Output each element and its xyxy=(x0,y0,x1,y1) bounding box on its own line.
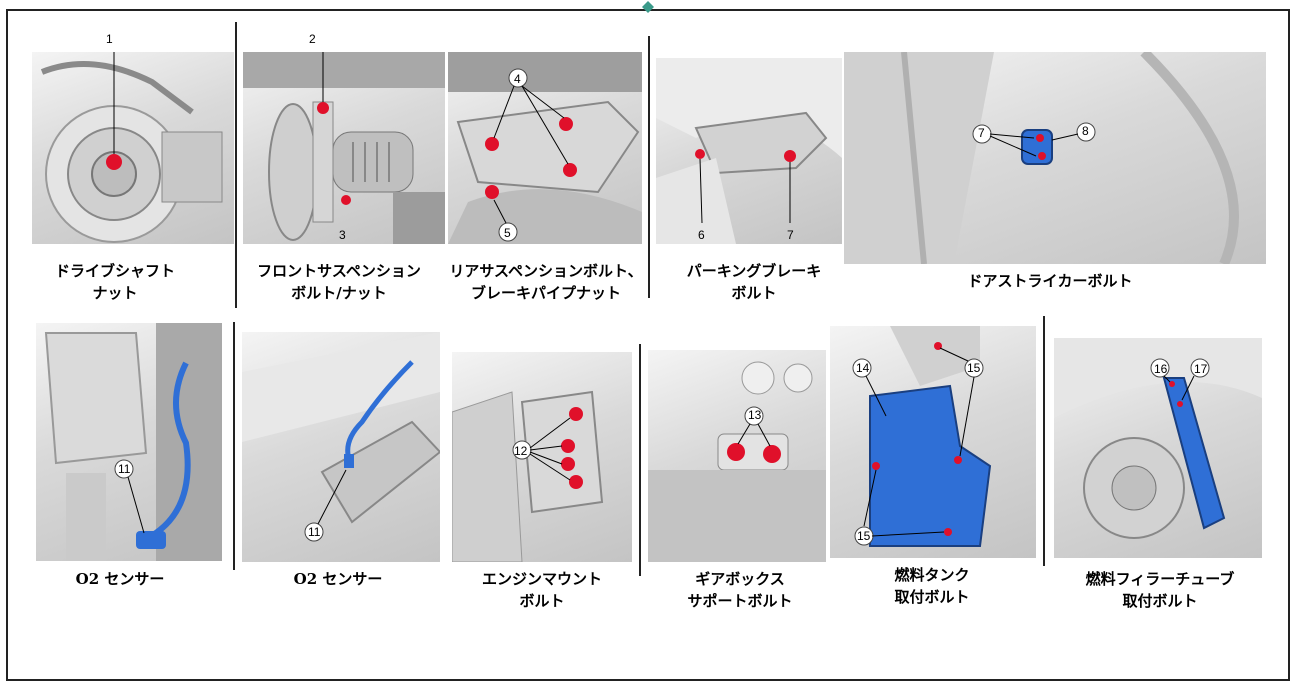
callout-number: 16 xyxy=(1154,362,1168,376)
panel-fuel-tank xyxy=(830,326,1036,558)
callout-number: 13 xyxy=(748,408,762,422)
bolt-marker xyxy=(763,445,781,463)
callout-number: 7 xyxy=(787,228,794,242)
callout-number: 12 xyxy=(514,444,528,458)
bolt-marker xyxy=(317,102,329,114)
panel-gearbox-support xyxy=(648,350,826,562)
caption-parking-brake: パーキングブレーキ ボルト xyxy=(686,262,822,302)
bolt-marker xyxy=(559,117,573,131)
callout-number: 3 xyxy=(339,228,346,242)
callout-number: 8 xyxy=(1082,124,1089,138)
bolt-marker xyxy=(727,443,745,461)
panel-o2-sensor-2 xyxy=(242,332,440,562)
bolt-marker xyxy=(1177,401,1183,407)
caption-o2-sensor-2: O2 センサー xyxy=(293,570,383,588)
caption-door-striker: ドアストライカーボルト xyxy=(967,272,1133,290)
bolt-marker xyxy=(872,462,880,470)
bolt-marker xyxy=(106,154,122,170)
divider xyxy=(233,322,235,570)
caption-gearbox-support: ギアボックス サポートボルト xyxy=(687,570,793,610)
divider xyxy=(648,36,650,298)
bolt-marker xyxy=(1038,152,1046,160)
panel-rear-suspension xyxy=(448,52,642,244)
callout-number: 14 xyxy=(856,361,870,375)
bolt-marker xyxy=(944,528,952,536)
callout-number: 5 xyxy=(504,226,511,240)
bolt-marker xyxy=(695,149,705,159)
panel-front-suspension xyxy=(243,52,445,244)
bolt-marker xyxy=(341,195,351,205)
divider xyxy=(1043,316,1045,566)
callout-number: 11 xyxy=(118,462,131,476)
bolt-marker xyxy=(1169,381,1175,387)
caption-engine-mount: エンジンマウント ボルト xyxy=(481,570,602,610)
callout-number: 1 xyxy=(106,32,113,46)
bolt-marker xyxy=(561,457,575,471)
divider xyxy=(639,344,641,576)
bolt-marker xyxy=(569,407,583,421)
panel-door-striker xyxy=(844,52,1266,264)
caption-rear-suspension: リアサスペンションボルト、 ブレーキパイプナット xyxy=(449,262,643,302)
callout-number: 6 xyxy=(698,228,705,242)
diamond-marker-icon xyxy=(642,1,654,13)
caption-drive-shaft-nut: ドライブシャフト ナット xyxy=(54,262,175,302)
callout-number: 7 xyxy=(978,126,985,140)
panel-drive-shaft xyxy=(32,52,234,244)
bolt-marker xyxy=(784,150,796,162)
caption-o2-sensor-1: O2 センサー xyxy=(75,570,165,588)
bolt-marker xyxy=(485,137,499,151)
panel-o2-sensor-1 xyxy=(36,323,222,561)
caption-fuel-filler-tube: 燃料フィラーチューブ 取付ボルト xyxy=(1085,570,1235,610)
bolt-marker xyxy=(563,163,577,177)
callout-number: 2 xyxy=(309,32,316,46)
bolt-marker xyxy=(954,456,962,464)
caption-fuel-tank: 燃料タンク 取付ボルト xyxy=(894,566,970,606)
callout-number: 15 xyxy=(967,361,981,375)
callout-number: 17 xyxy=(1194,362,1208,376)
callout-number: 15 xyxy=(857,529,871,543)
bolt-marker xyxy=(561,439,575,453)
panel-fuel-filler-tube xyxy=(1054,338,1262,558)
panel-parking-brake xyxy=(656,58,842,244)
bolt-marker xyxy=(1036,134,1044,142)
divider xyxy=(235,22,237,308)
callout-number: 4 xyxy=(514,72,521,86)
caption-front-suspension: フロントサスペンション ボルト/ナット xyxy=(257,262,421,302)
bolt-marker xyxy=(569,475,583,489)
bolt-marker xyxy=(485,185,499,199)
panel-engine-mount xyxy=(452,352,632,562)
callout-number: 11 xyxy=(308,525,321,539)
